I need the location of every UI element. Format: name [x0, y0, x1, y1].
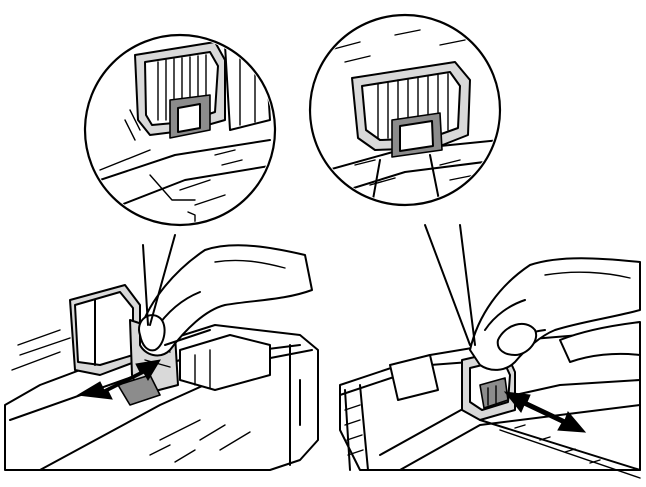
right-guide-detail-zoom	[308, 13, 502, 207]
right-double-arrow	[503, 391, 587, 433]
right-panel	[308, 13, 641, 479]
left-zoom-pointer	[142, 234, 176, 326]
right-paper-side-guide	[461, 349, 516, 421]
right-hand	[469, 257, 641, 371]
left-guide-detail-zoom	[83, 33, 277, 227]
right-zoom-pointer	[424, 224, 476, 346]
left-panel	[4, 33, 319, 471]
left-double-arrow	[76, 359, 161, 400]
left-hand	[138, 244, 313, 357]
left-paper-tray	[4, 324, 319, 471]
